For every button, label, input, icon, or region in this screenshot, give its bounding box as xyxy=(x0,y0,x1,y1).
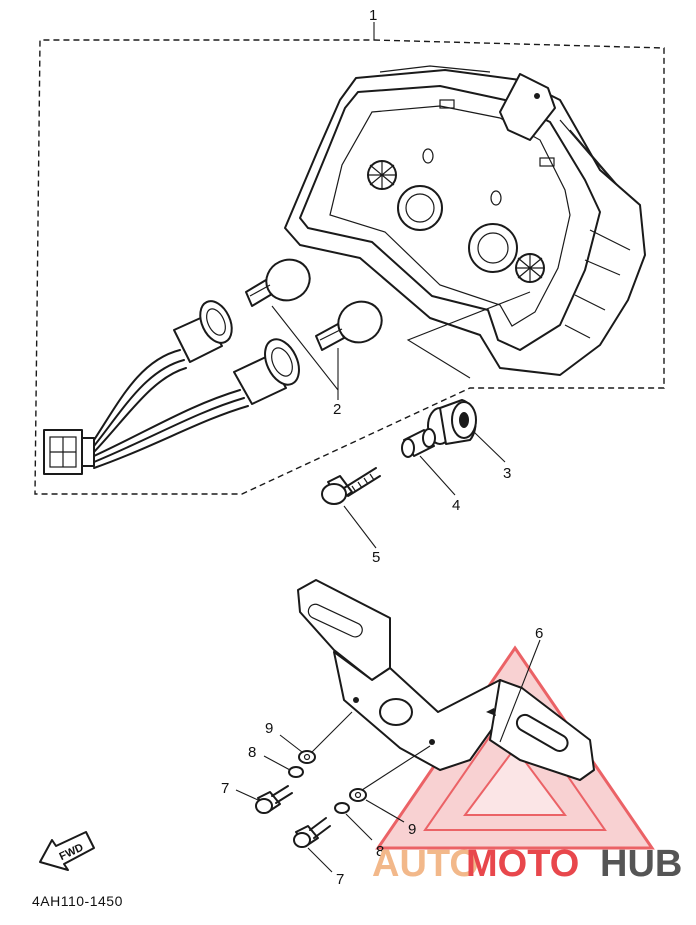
socket-collar-left xyxy=(367,160,397,190)
callout-9-upper: 9 xyxy=(265,720,273,737)
tail-light-housing xyxy=(284,65,646,379)
assembly-boundary xyxy=(34,22,665,495)
grommet xyxy=(427,399,506,463)
washer-upper xyxy=(263,755,304,778)
watermark-wordmark: AUTO MOTO HUB xyxy=(372,843,682,885)
bolt-lower xyxy=(293,817,333,873)
callout-7-upper: 7 xyxy=(221,780,229,797)
flange-bolt xyxy=(321,467,381,549)
watermark-hub: HUB xyxy=(600,843,682,885)
callout-6: 6 xyxy=(535,625,543,642)
bulb-socket-upper xyxy=(173,300,233,363)
callout-1: 1 xyxy=(369,7,377,24)
wire-harness xyxy=(43,300,300,475)
callout-8-upper: 8 xyxy=(248,744,256,761)
bolt-upper xyxy=(235,785,293,814)
callout-4: 4 xyxy=(452,497,460,514)
callout-8-lower: 8 xyxy=(376,843,384,860)
callout-3: 3 xyxy=(503,465,511,482)
mounting-bracket xyxy=(297,579,595,781)
watermark-auto: AUTO xyxy=(372,843,479,885)
callout-5: 5 xyxy=(372,549,380,566)
washer-lower xyxy=(334,802,373,841)
socket-collar-right xyxy=(515,253,545,283)
bulb-upper xyxy=(245,258,311,307)
callout-2-leaders xyxy=(271,305,339,400)
callout-labels: 1 2 3 4 5 6 7 7 8 8 9 9 xyxy=(221,7,543,888)
bulb-lower xyxy=(315,300,383,351)
part-code-label: 4AH110-1450 xyxy=(32,893,123,909)
nut-upper xyxy=(279,711,353,764)
watermark-moto: MOTO xyxy=(466,843,579,885)
nut-lower xyxy=(349,745,431,823)
callout-7-lower: 7 xyxy=(336,871,344,888)
collar xyxy=(401,428,456,496)
callout-9-lower: 9 xyxy=(408,821,416,838)
bulb-socket-lower xyxy=(233,338,300,405)
callout-2: 2 xyxy=(333,401,341,418)
forward-direction-arrow: FWD xyxy=(39,831,95,871)
